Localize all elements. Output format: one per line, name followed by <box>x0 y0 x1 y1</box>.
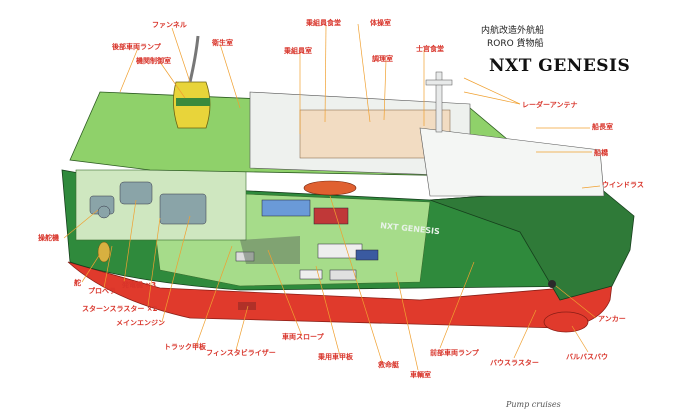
label-gym: 体操室 <box>370 19 391 27</box>
label-anchor: アンカー <box>598 315 626 323</box>
label-galley: 調理室 <box>372 55 393 63</box>
label-propeller: プロペラ <box>88 287 116 295</box>
anchor-shape <box>548 280 556 288</box>
label-funnel: ファンネル <box>152 21 187 29</box>
label-hold: 車輌室 <box>410 371 431 379</box>
radar-mast <box>435 71 443 133</box>
fin-stabilizer-shape <box>238 302 256 310</box>
label-generators: 発電機 ×3 <box>122 281 157 289</box>
label-forward-vehicle-ramp: 前部車両ランプ <box>430 349 479 357</box>
radar-bar <box>425 79 453 86</box>
label-car-deck: 乗用車甲板 <box>318 353 353 361</box>
vehicle-slope-shape <box>240 236 300 264</box>
label-radar-antenna: レーダーアンテナ <box>522 101 578 109</box>
bulbous-bow-shape <box>543 311 589 333</box>
label-truck-deck: トラック甲板 <box>164 343 206 351</box>
label-crew-mess: 乗組員食堂 <box>306 19 341 27</box>
label-vehicle-slope: 車両スロープ <box>282 333 324 341</box>
label-sanitation-room: 衛生室 <box>212 39 233 47</box>
label-crew-room: 乗組員室 <box>284 47 312 55</box>
label-fin-stabilizer: フィンスタビライザー <box>206 349 276 357</box>
lifeboat-shape <box>303 180 357 196</box>
label-windlass: ウインドラス <box>602 181 644 189</box>
header-title: NXT GENESIS <box>489 56 631 76</box>
bow <box>429 187 635 301</box>
label-captain-room: 船長室 <box>592 123 613 131</box>
header-line-1: 内航改造外航船 <box>481 26 545 36</box>
label-stern-thrusters: スターンスラスター ×2 <box>82 305 158 313</box>
label-bulbous-bow: バルバスバウ <box>566 353 608 361</box>
bridge-house <box>419 127 605 197</box>
label-lifeboat: 救命艇 <box>378 361 399 369</box>
label-steering-gear: 操舵機 <box>38 234 59 242</box>
label-officer-mess: 士官食堂 <box>416 45 444 53</box>
signature: Pump cruises <box>506 400 561 409</box>
label-rudder: 舵 <box>74 279 81 287</box>
label-main-engine: メインエンジン <box>116 319 165 327</box>
label-bridge: 船橋 <box>594 149 608 157</box>
label-bow-thruster: バウスラスター <box>490 359 539 367</box>
mast-arm <box>188 35 200 83</box>
label-rear-vehicle-ramp: 後部車両ランプ <box>112 43 161 51</box>
funnel-band <box>176 98 210 106</box>
engine-machinery <box>89 181 207 225</box>
hull-bottom <box>67 261 613 329</box>
label-engine-control-room: 機関制御室 <box>136 57 171 65</box>
header-line-2: RORO 貨物船 <box>487 39 544 49</box>
propeller-shape <box>97 241 111 263</box>
leader-lines <box>63 23 601 371</box>
